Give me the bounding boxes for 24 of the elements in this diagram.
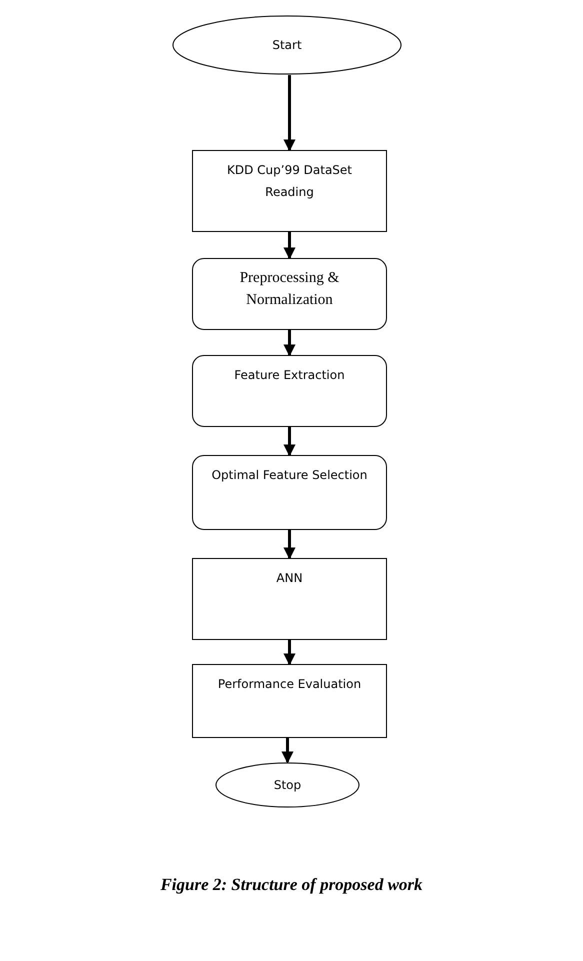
arrow [284, 427, 296, 456]
node-label: Feature Extraction [234, 367, 345, 384]
process-rounded-box [192, 355, 387, 427]
arrow [284, 640, 296, 666]
node-label: KDD Cup’99 DataSet Reading [226, 162, 354, 201]
node-label: Optimal Feature Selection [212, 467, 368, 484]
node-label: Stop [274, 777, 302, 794]
arrow [282, 738, 294, 764]
figure-caption: Figure 2: Structure of proposed work [159, 874, 424, 896]
node-label: Preprocessing & Normalization [238, 269, 340, 310]
terminal-ellipse [172, 15, 402, 75]
node-label: ANN [276, 570, 303, 587]
arrow [284, 232, 296, 260]
terminal-ellipse [215, 762, 360, 808]
arrow [284, 530, 296, 560]
process-rounded-box [192, 455, 387, 530]
process-box [192, 150, 387, 232]
process-box [192, 664, 387, 738]
node-label: Start [272, 37, 302, 54]
process-rounded-box [192, 258, 387, 330]
arrow [284, 75, 296, 152]
arrow [284, 330, 296, 356]
node-label: Performance Evaluation [218, 676, 362, 693]
process-box [192, 558, 387, 640]
